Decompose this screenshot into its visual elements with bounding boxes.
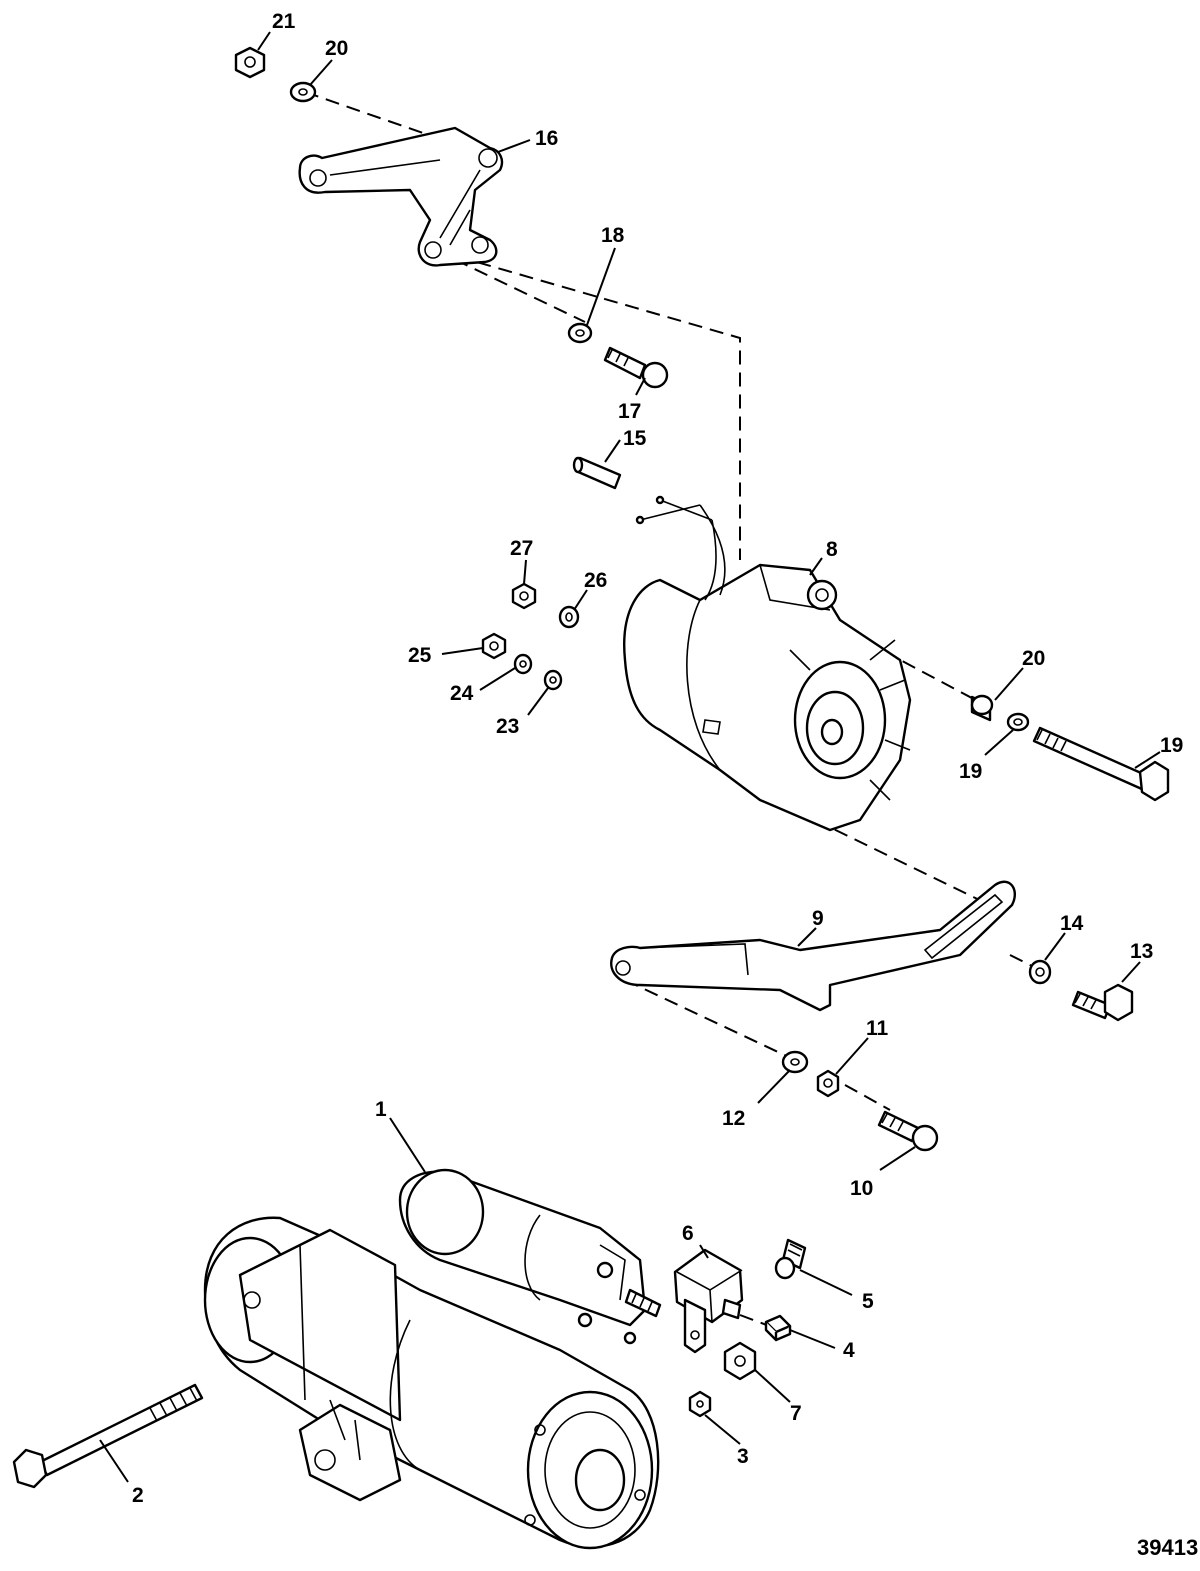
- nut-4: [764, 1314, 792, 1342]
- bolt-13: [1071, 983, 1134, 1022]
- callout-20-right: 19: [959, 760, 982, 783]
- spacer-21: [970, 694, 994, 722]
- callout-9: 9: [812, 907, 824, 930]
- nut-11: [816, 1069, 840, 1098]
- callout-7: 7: [790, 1402, 802, 1425]
- circuit-breaker-6: [673, 1248, 744, 1354]
- nut-25: [481, 632, 507, 660]
- pin-15: [572, 456, 622, 490]
- bracket-16: [298, 126, 504, 267]
- callout-23: 23: [496, 715, 519, 738]
- washer-18: [567, 322, 593, 344]
- figure-number: 39413: [1137, 1535, 1198, 1560]
- washer-12: [781, 1050, 809, 1074]
- callout-17: 17: [618, 400, 641, 423]
- washer-14: [1028, 959, 1052, 985]
- callout-labels: 21 20 16 18 17 15 8 20 19 19 9 14 13 11 …: [132, 10, 1183, 1507]
- callout-26: 26: [584, 569, 607, 592]
- callout-12: 12: [722, 1107, 745, 1130]
- washer-20-right: [1006, 712, 1030, 732]
- callout-3: 3: [737, 1445, 749, 1468]
- washer-24: [513, 653, 533, 675]
- callout-24: 24: [450, 682, 474, 705]
- callout-22: 21: [272, 10, 296, 33]
- callout-21: 20: [1022, 647, 1045, 670]
- leader-lines: [99, 31, 1161, 1483]
- callout-1: 1: [375, 1098, 387, 1121]
- callout-8: 8: [826, 538, 838, 561]
- callout-25: 25: [408, 644, 432, 667]
- callout-10: 10: [850, 1177, 873, 1200]
- callout-19: 19: [1160, 734, 1183, 757]
- callout-18: 18: [601, 224, 625, 247]
- nut-7: [723, 1341, 757, 1381]
- callout-11: 11: [866, 1017, 889, 1040]
- alternator-8: [623, 495, 912, 832]
- callout-20-top: 20: [325, 37, 348, 60]
- bolt-19: [1032, 726, 1170, 802]
- nut-3: [688, 1390, 712, 1418]
- callout-14: 14: [1060, 912, 1084, 935]
- callout-13: 13: [1130, 940, 1153, 963]
- callout-6: 6: [682, 1222, 694, 1245]
- bolt-17: [603, 346, 669, 389]
- bolt-10: [877, 1110, 939, 1152]
- starter-1: [203, 1168, 662, 1550]
- washer-23: [543, 669, 563, 691]
- callout-5: 5: [862, 1290, 874, 1313]
- screw-5: [774, 1238, 807, 1280]
- bolt-2: [12, 1383, 204, 1489]
- washer-20-top: [289, 81, 317, 103]
- callout-4: 4: [843, 1339, 855, 1362]
- callout-27: 27: [510, 537, 533, 560]
- callout-16: 16: [535, 127, 558, 150]
- nut-22: [234, 46, 266, 79]
- callout-15: 15: [623, 427, 647, 450]
- washer-26: [558, 605, 580, 629]
- callout-2: 2: [132, 1484, 144, 1507]
- nut-27: [511, 582, 537, 610]
- bracket-9: [610, 880, 1017, 1012]
